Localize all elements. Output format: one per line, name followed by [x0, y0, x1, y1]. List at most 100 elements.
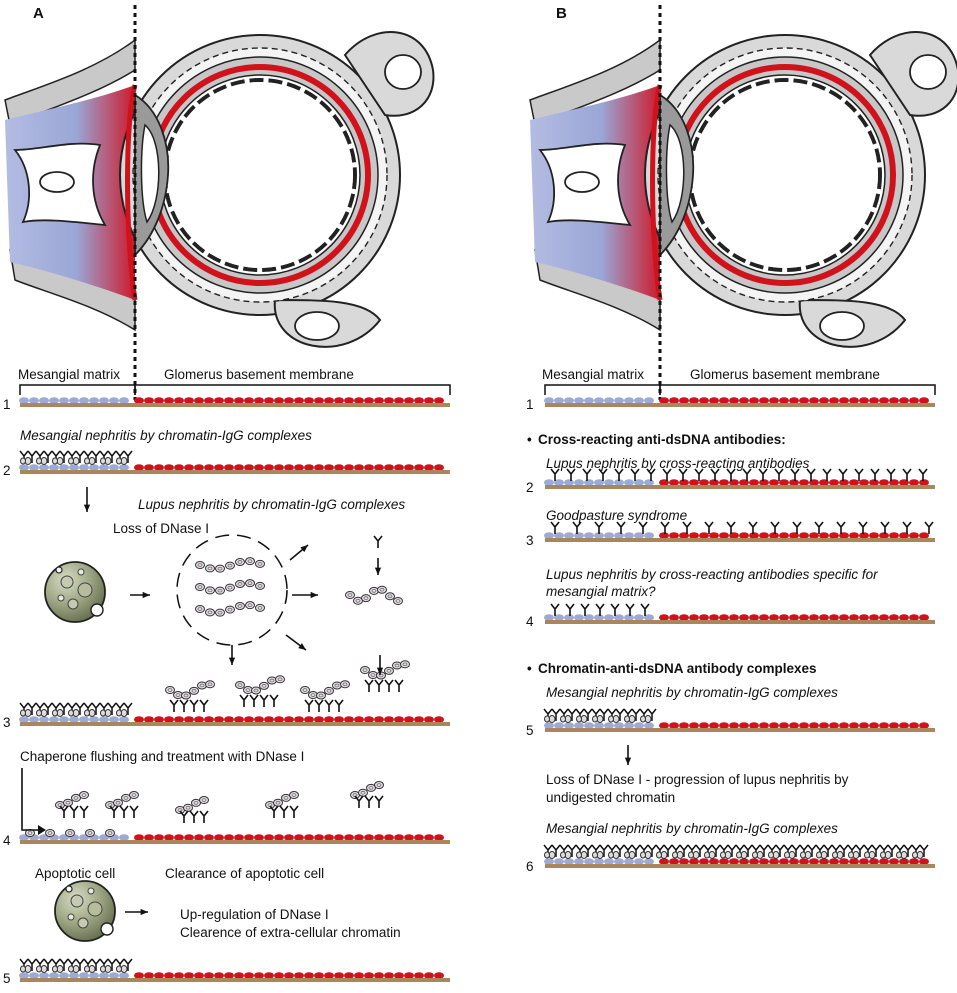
caption-loss-dnase-line2: undigested chromatin — [546, 790, 676, 805]
caption-mesangial-nephritis-a: Mesangial nephritis by chromatin-IgG com… — [20, 428, 312, 443]
chromatin-bead — [205, 608, 215, 617]
membrane-strip-a2 — [19, 464, 450, 474]
antibody — [189, 810, 199, 824]
panel-letter-b: B — [556, 5, 567, 22]
antibody — [384, 679, 394, 693]
arrow-right — [130, 591, 150, 599]
chromatin-igg-complex — [639, 844, 657, 860]
chromatin-bead — [181, 691, 191, 700]
caption-loss-dnase-a: Loss of DNase I — [113, 521, 210, 536]
chromatin-igg-complex — [83, 958, 101, 974]
chromatin-bead — [245, 557, 255, 566]
antibody — [374, 795, 384, 809]
arrow-up-right — [289, 544, 309, 561]
chromatin-igg-complex — [815, 844, 833, 860]
chromatin-bead — [358, 788, 368, 797]
chromatin-igg-complex — [671, 844, 689, 860]
antibody — [565, 603, 575, 617]
chromatin-bead — [275, 675, 285, 684]
chromatin-bead — [165, 686, 175, 694]
caption-lupus-mesangial-line1: Lupus nephritis by cross-reacting antibo… — [546, 567, 878, 582]
chromatin-igg-complex — [99, 450, 117, 466]
chromatin-bead — [316, 691, 326, 700]
chromatin-igg-complex — [115, 958, 133, 974]
antibody — [314, 699, 324, 713]
chromatin-igg-complex — [783, 844, 801, 860]
chromatin-igg-complex — [719, 844, 737, 860]
caption-apoptotic-cell: Apoptotic cell — [35, 866, 116, 881]
chromatin-igg-complex — [559, 844, 577, 860]
chromatin-bead — [273, 798, 283, 807]
caption-goodpasture: Goodpasture syndrome — [546, 508, 688, 523]
chromatin-bead — [255, 559, 265, 568]
chromatin-igg-complex — [67, 958, 85, 974]
chromatin-bead — [392, 661, 402, 670]
antibody — [199, 699, 209, 713]
arrow-down-right — [285, 634, 307, 651]
antibody — [79, 805, 89, 819]
bullet: • — [527, 661, 532, 676]
membrane-strip-b5 — [544, 722, 935, 732]
membrane-strip-b3 — [544, 532, 935, 542]
antibody — [770, 521, 780, 535]
antibody — [580, 603, 590, 617]
chromatin-igg-complex — [591, 708, 609, 724]
chromatin-bead — [195, 561, 205, 569]
row-number: 5 — [526, 723, 534, 738]
heading-cross-reacting: Cross-reacting anti-dsDNA antibodies: — [538, 432, 786, 447]
row-number: 1 — [526, 397, 534, 412]
caption-chaperone: Chaperone flushing and treatment with DN… — [20, 749, 305, 764]
arrow-down — [624, 745, 632, 765]
antibody — [838, 468, 848, 482]
chromatin-igg-complex — [35, 958, 53, 974]
chromatin-igg-complex — [543, 844, 561, 860]
antibody — [69, 805, 79, 819]
antibody — [902, 468, 912, 482]
chromatin-bead — [400, 660, 410, 669]
glomerulus-illustration-b — [530, 5, 957, 400]
bullet: • — [527, 432, 532, 447]
antibody — [364, 795, 374, 809]
chromatin-bead — [235, 579, 245, 588]
chromatin-igg-complex — [831, 844, 849, 860]
antibody — [364, 679, 374, 693]
chromatin-bead — [215, 608, 225, 617]
chromatin-bead — [360, 666, 370, 674]
panel-letter-a: A — [33, 5, 44, 22]
membrane-strip-a5 — [19, 972, 450, 982]
chromatin-bead — [105, 829, 115, 837]
antibody — [279, 805, 289, 819]
chromatin-igg-complex — [83, 450, 101, 466]
caption-upregulation: Up-regulation of DNase I — [180, 907, 329, 922]
chromatin-igg-complex — [591, 844, 609, 860]
antibody — [550, 603, 560, 617]
chromatin-bead — [369, 586, 379, 595]
apoptotic-cell-icon — [44, 561, 106, 623]
antibody — [239, 694, 249, 708]
arrow-down — [83, 487, 91, 512]
bracket-mesangial-b — [544, 384, 936, 395]
chromatin-bead — [197, 681, 207, 690]
chromatin-igg-complex — [115, 450, 133, 466]
chromatin-bead — [45, 829, 55, 837]
chromatin-bead — [361, 594, 371, 603]
chromatin-bead — [340, 680, 350, 689]
chromatin-igg-complex — [559, 708, 577, 724]
chromatin-igg-complex — [607, 844, 625, 860]
caption-clearence-chromatin: Clearence of extra-cellular chromatin — [180, 925, 401, 940]
chromatin-bead — [245, 601, 255, 610]
bracket-mesangial-a — [19, 384, 451, 395]
membrane-strip-a4 — [19, 834, 450, 844]
chromatin-igg-complex — [767, 844, 785, 860]
row-number: 6 — [526, 859, 534, 874]
chromatin-bead — [79, 791, 89, 800]
chromatin-igg-complex — [623, 708, 641, 724]
chromatin-igg-complex — [51, 450, 69, 466]
row-number: 5 — [3, 971, 11, 986]
chromatin-bead — [195, 605, 205, 613]
chromatin-igg-complex — [735, 844, 753, 860]
row-number: 2 — [526, 480, 534, 495]
antibody — [324, 699, 334, 713]
caption-lupus-mesangial-line2: mesangial matrix? — [546, 584, 656, 599]
arrow-down — [376, 655, 384, 675]
